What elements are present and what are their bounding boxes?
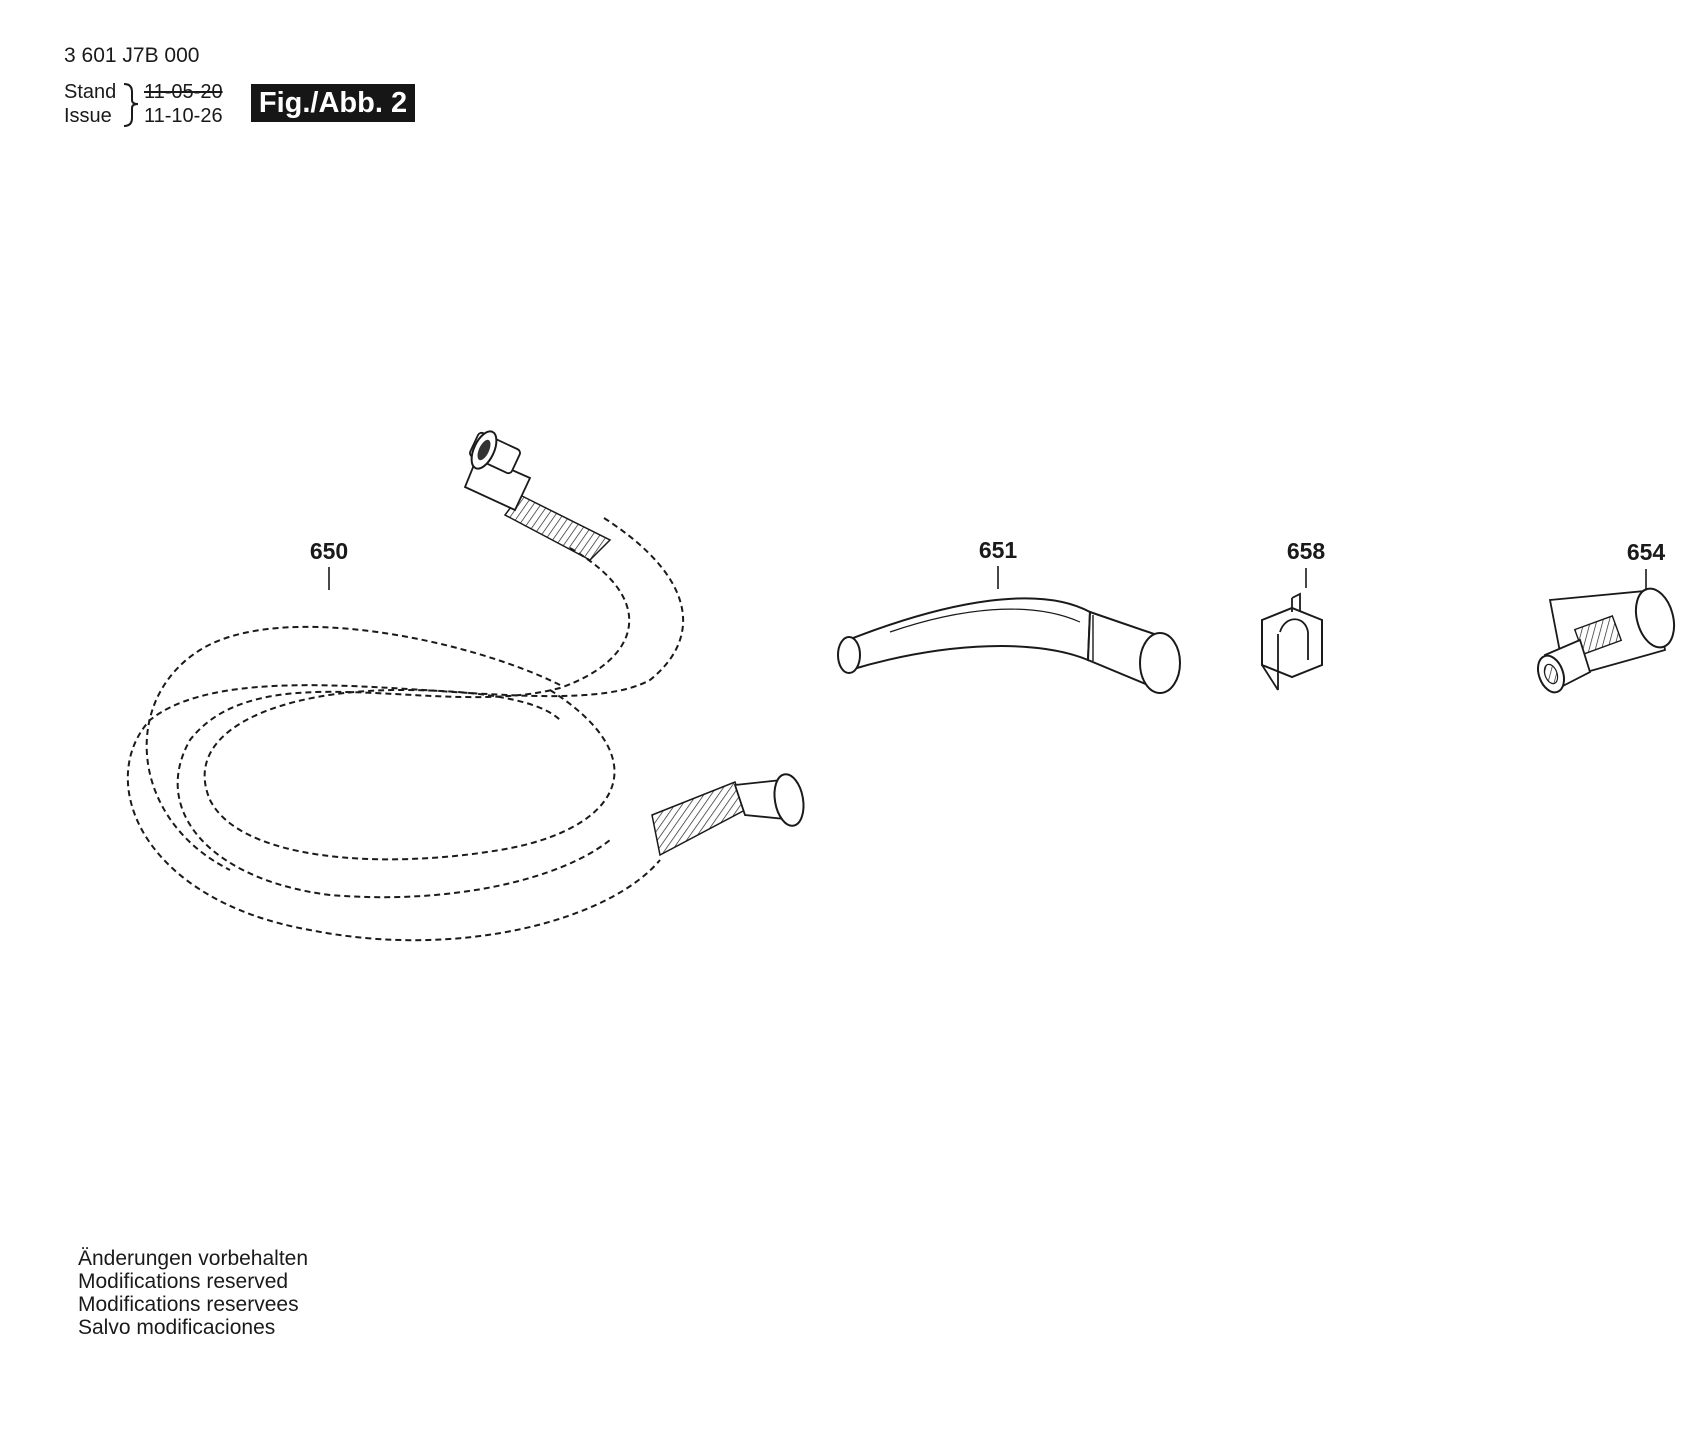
adapter-icon — [1536, 587, 1676, 694]
issue-label: Issue — [64, 105, 112, 127]
hose-icon — [126, 430, 805, 942]
stand-label: Stand — [64, 81, 117, 103]
figure-label: Fig./Abb. 2 — [251, 84, 415, 122]
revision-dates: 11-05-20 11-10-26 — [144, 80, 223, 128]
issue-date: 11-10-26 — [144, 105, 223, 127]
note-de: Änderungen vorbehalten — [78, 1247, 309, 1270]
part-label-654: 654 — [1626, 539, 1666, 565]
bent-tube-icon — [837, 597, 1181, 694]
note-fr: Modifications reservees — [78, 1293, 299, 1316]
part-label-658: 658 — [1286, 538, 1326, 564]
leader-lines — [328, 566, 1647, 591]
brace-icon — [123, 83, 139, 127]
part-label-651: 651 — [978, 537, 1018, 563]
note-es: Salvo modificaciones — [78, 1316, 276, 1339]
clip-icon — [1261, 592, 1323, 691]
modification-notes: Änderungen vorbehalten Modifications res… — [78, 1247, 308, 1339]
part-label-650: 650 — [309, 538, 349, 564]
stand-date: 11-05-20 — [144, 81, 223, 103]
note-en: Modifications reserved — [78, 1270, 289, 1293]
revision-labels: Stand Issue — [64, 80, 116, 128]
part-number: 3 601 J7B 000 — [64, 44, 200, 67]
